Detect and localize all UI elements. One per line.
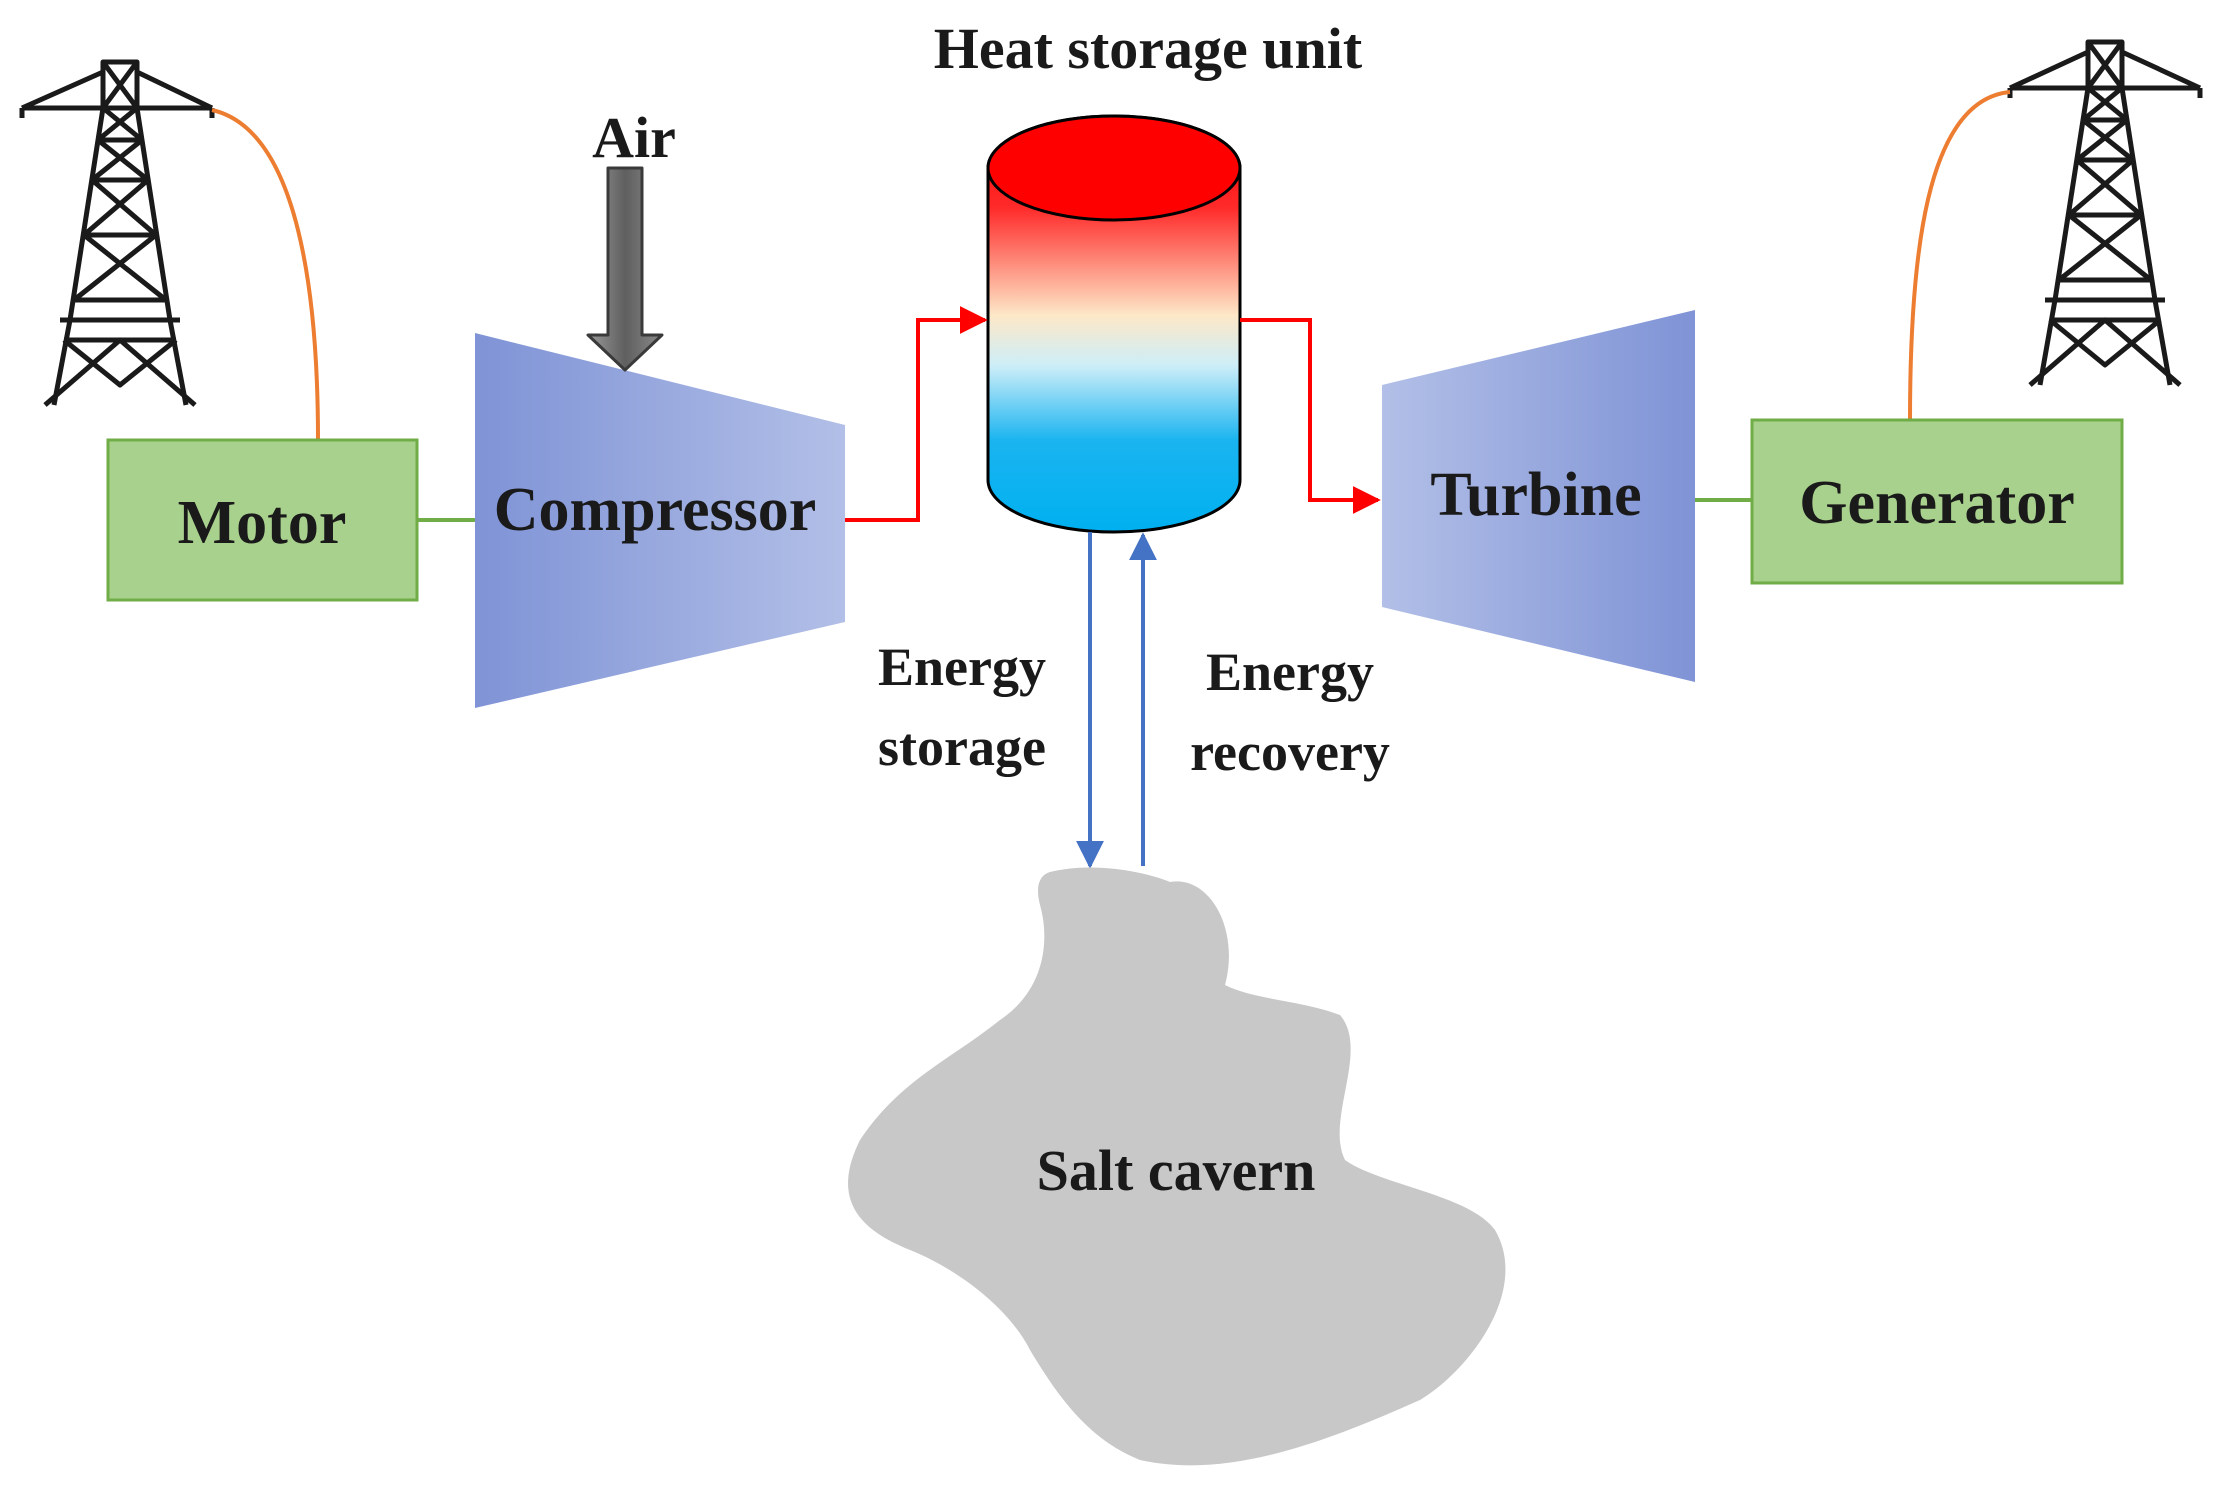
energy-recovery-label-line2: recovery	[1190, 722, 1390, 782]
salt-cavern-label: Salt cavern	[1037, 1138, 1316, 1203]
turbine-label: Turbine	[1430, 461, 1641, 529]
hot-air-flow-to-turbine	[1240, 318, 1381, 514]
compressor: Compressor	[475, 333, 845, 708]
transmission-tower-icon-right	[2007, 39, 2203, 387]
compressor-label: Compressor	[494, 476, 817, 544]
energy-storage-label-line1: Energy	[878, 637, 1046, 697]
heat-storage-tank	[986, 114, 1242, 534]
power-cable-right	[1908, 90, 2011, 421]
energy-recovery-label-line1: Energy	[1206, 642, 1374, 702]
energy-storage-label-line2: storage	[878, 717, 1046, 777]
power-cable-left	[211, 108, 320, 441]
hot-air-flow-to-storage	[845, 306, 988, 522]
generator-label: Generator	[1799, 469, 2074, 537]
air-inlet-arrow	[586, 166, 664, 372]
heat-storage-label: Heat storage unit	[934, 16, 1363, 81]
motor-box: Motor	[106, 438, 419, 602]
turbine: Turbine	[1382, 310, 1695, 682]
generator-box: Generator	[1750, 418, 2124, 585]
salt-cavern: Salt cavern	[848, 867, 1506, 1466]
air-label: Air	[592, 105, 676, 170]
transmission-tower-icon-left	[19, 59, 215, 407]
motor-label: Motor	[178, 489, 347, 557]
